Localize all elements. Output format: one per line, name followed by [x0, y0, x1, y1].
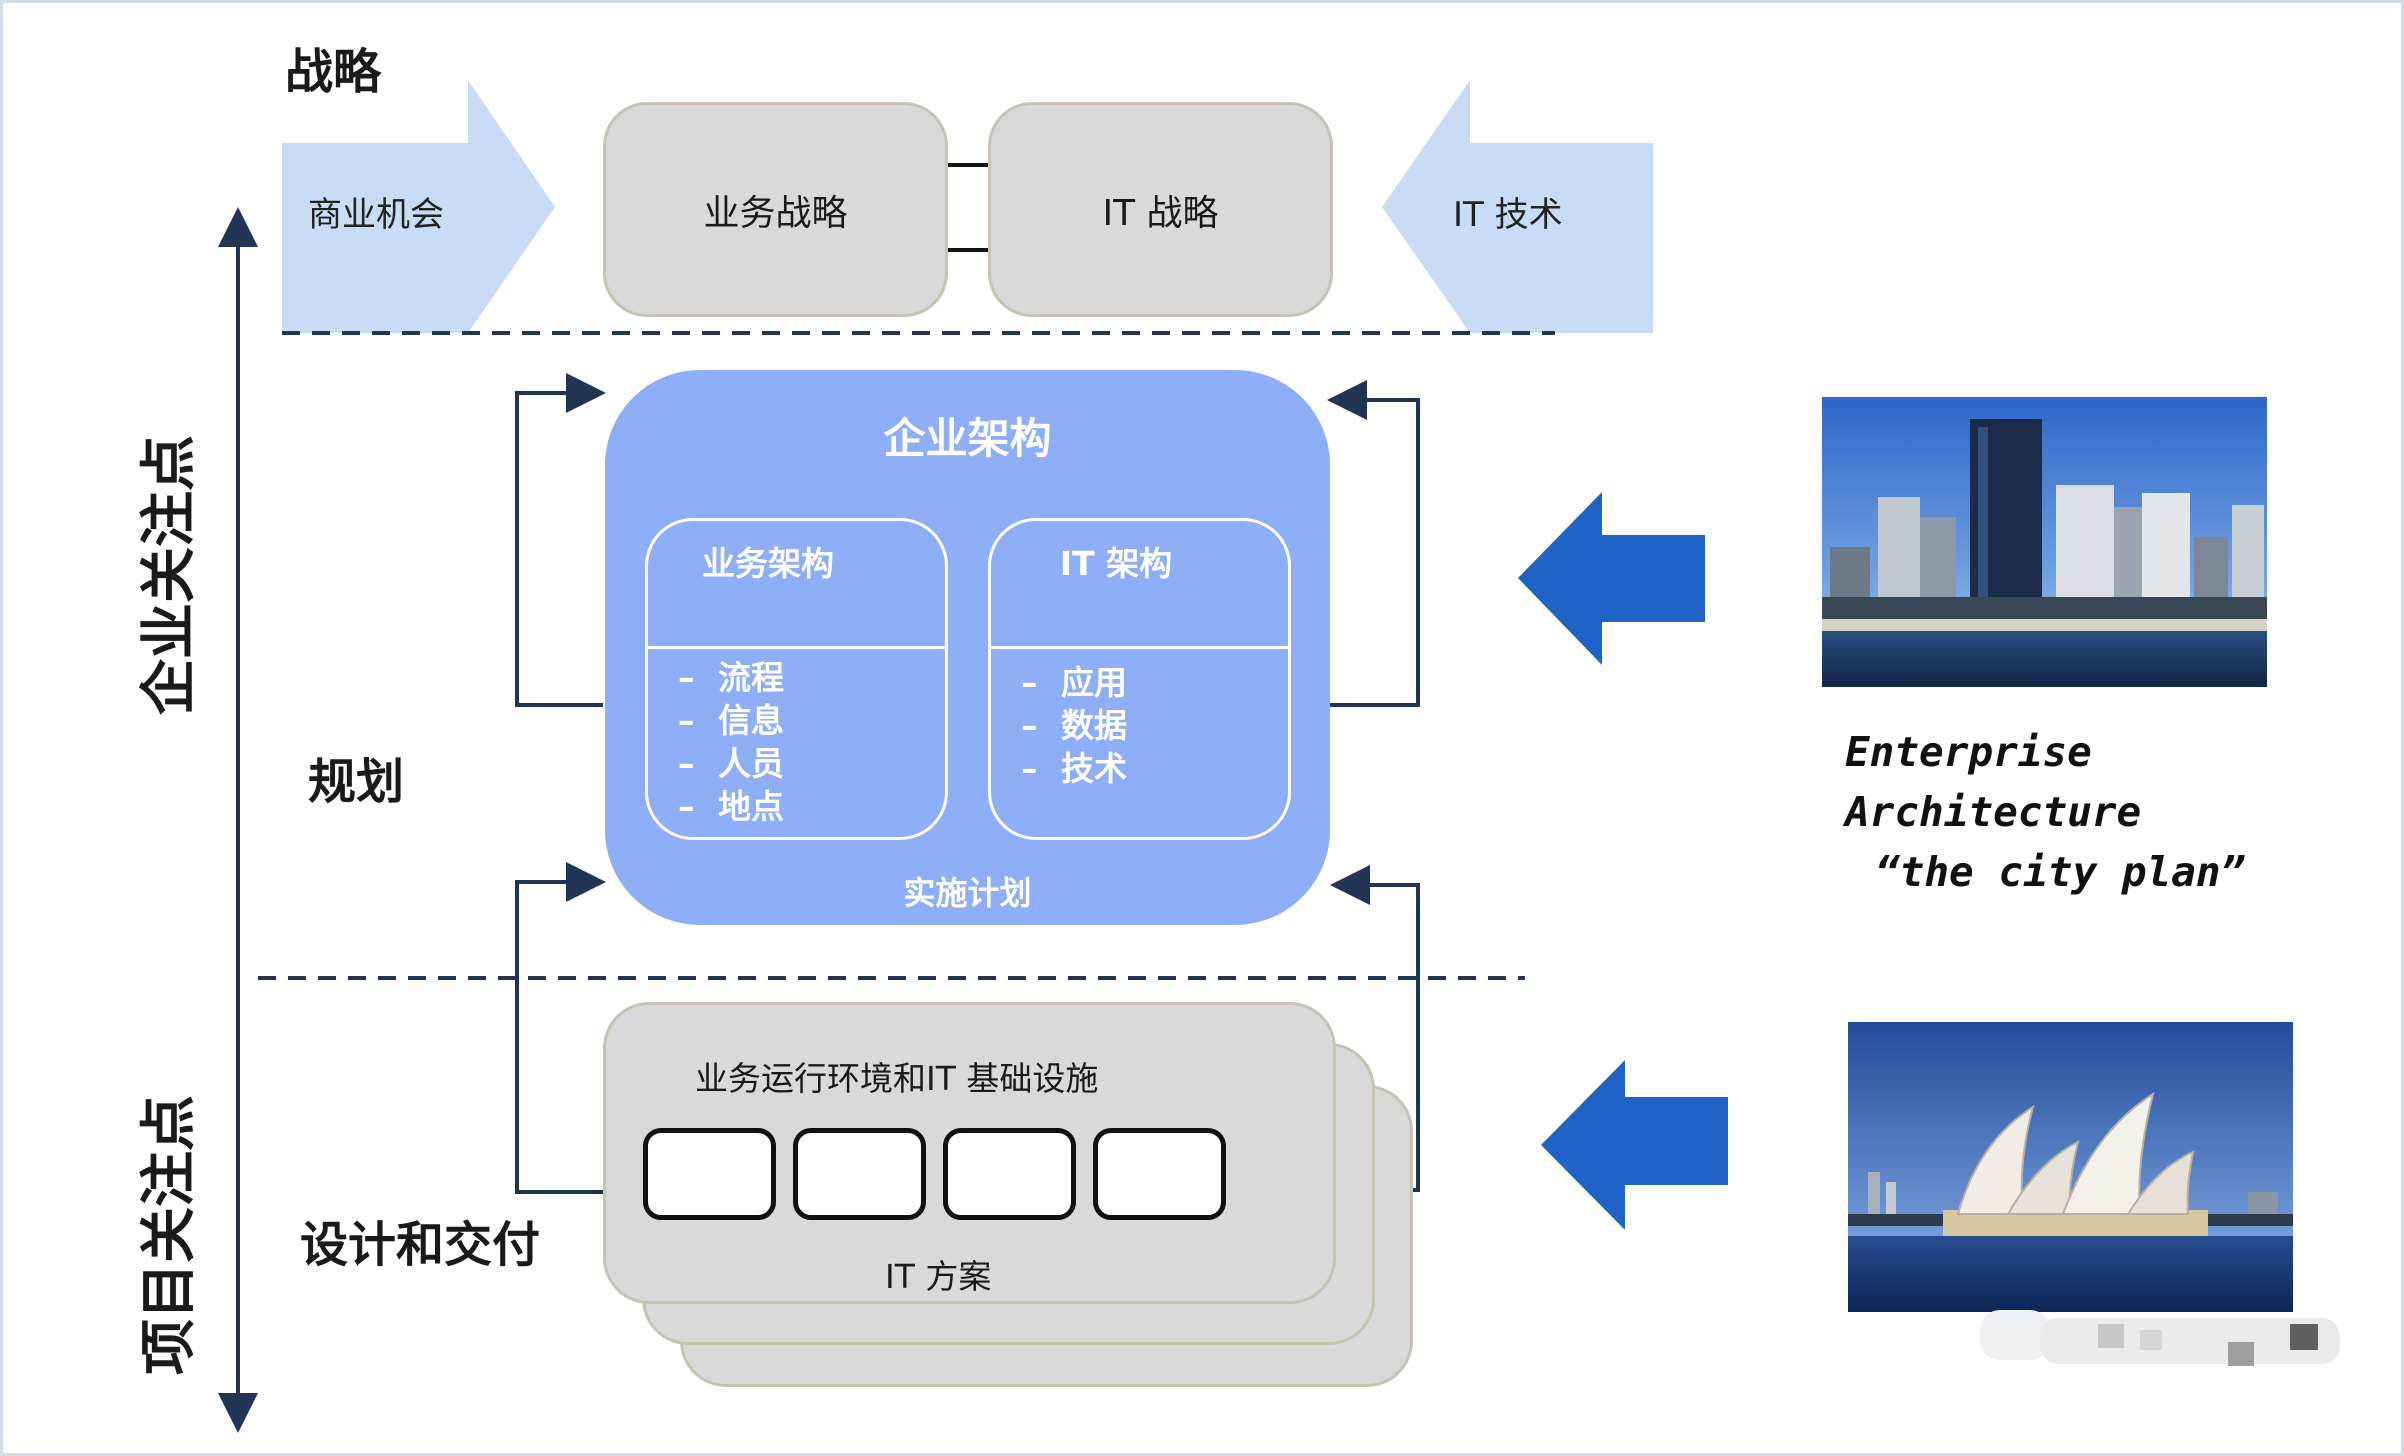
solution-slot	[643, 1128, 776, 1220]
list-item: 信息	[678, 699, 784, 742]
frame-border	[0, 0, 2404, 3]
loop-left-lower	[515, 862, 606, 1194]
project-focus-label: 项目关注点	[137, 1095, 202, 1375]
list-item: 人员	[678, 742, 784, 785]
caption-line: Enterprise	[1845, 728, 2092, 776]
it-technology-arrow	[1382, 80, 1653, 333]
planning-label: 规划	[308, 754, 405, 810]
it-strategy-box: IT 战略	[988, 102, 1333, 317]
loop-right-upper	[1327, 380, 1420, 707]
list-item: 数据	[1021, 704, 1127, 747]
business-architecture-box: 业务架构 流程 信息 人员 地点	[645, 518, 948, 840]
caption-line: Architecture	[1845, 788, 2142, 836]
list-item: 应用	[1021, 661, 1127, 704]
business-architecture-list: 流程 信息 人员 地点	[678, 656, 784, 828]
solution-slot	[793, 1128, 926, 1220]
implementation-plan-label: 实施计划	[903, 874, 1032, 912]
design-block-title: 业务运行环境和IT 基础设施	[695, 1059, 1099, 1098]
solution-slot	[1093, 1128, 1226, 1220]
caption-line: “the city plan”	[1875, 848, 2246, 896]
it-technology-label: IT 技术	[1453, 195, 1563, 235]
it-solution-label: IT 方案	[885, 1257, 992, 1296]
business-opportunity-arrow	[282, 80, 555, 333]
opera-house-arrow	[1541, 1060, 1728, 1230]
city-plan-arrow	[1518, 492, 1705, 665]
enterprise-focus-label: 企业关注点	[137, 435, 202, 715]
it-strategy-label: IT 战略	[1102, 192, 1219, 234]
frame-border	[0, 0, 3, 1456]
strategy-label: 战略	[285, 44, 382, 100]
it-architecture-title: IT 架构	[1059, 544, 1173, 583]
city-skyline-photo	[1822, 397, 2267, 687]
loop-left-upper	[515, 373, 606, 707]
list-item: 技术	[1021, 747, 1127, 790]
business-strategy-label: 业务战略	[703, 192, 848, 234]
design-delivery-label: 设计和交付	[300, 1217, 541, 1273]
frame-border	[0, 1453, 2404, 1456]
it-architecture-box: IT 架构 应用 数据 技术	[988, 518, 1291, 840]
enterprise-architecture-title: 企业架构	[883, 414, 1052, 463]
business-strategy-box: 业务战略	[603, 102, 948, 317]
opera-house-photo	[1848, 1022, 2293, 1312]
list-item: 地点	[678, 785, 784, 828]
business-opportunity-label: 商业机会	[308, 195, 444, 235]
frame-border	[2401, 0, 2404, 1456]
business-architecture-divider	[648, 646, 945, 649]
list-item: 流程	[678, 656, 784, 699]
it-architecture-list: 应用 数据 技术	[1021, 661, 1127, 790]
solution-slot	[943, 1128, 1076, 1220]
business-architecture-title: 业务架构	[702, 544, 834, 583]
it-architecture-divider	[991, 646, 1288, 649]
watermark-blur	[1980, 1310, 2340, 1366]
